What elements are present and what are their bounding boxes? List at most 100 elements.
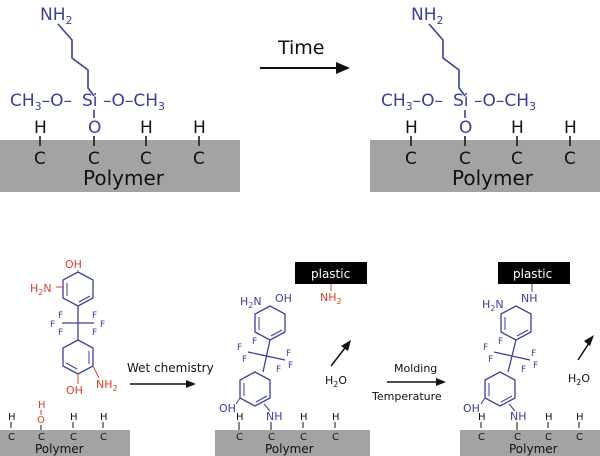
svg-text:C: C: [514, 432, 521, 443]
amine-free-bottom: NH2: [96, 378, 118, 393]
svg-text:C: C: [300, 432, 307, 443]
time-arrow-head: [336, 62, 350, 74]
svg-text:C: C: [8, 432, 15, 443]
svg-text:C: C: [545, 432, 552, 443]
water-arrow-head-3: [584, 335, 594, 346]
svg-text:OH: OH: [65, 258, 82, 271]
bottom-substrate-3: [460, 430, 600, 456]
svg-text:OH: OH: [219, 402, 236, 415]
top-right-substrate: [370, 140, 600, 192]
svg-text:C: C: [70, 432, 77, 443]
svg-text:F: F: [58, 328, 63, 338]
svg-text:F: F: [498, 337, 503, 347]
svg-text:F: F: [237, 343, 242, 353]
bottom-substrate-1: [0, 430, 130, 456]
silicon-atom: Si: [82, 91, 98, 111]
molding-arrow-head: [436, 378, 446, 386]
h-atom: H: [193, 118, 206, 138]
wet-chemistry-label: Wet chemistry: [127, 361, 214, 375]
svg-text:F: F: [483, 343, 488, 353]
plastic-block-3: [498, 262, 570, 284]
h-atom: H: [405, 118, 418, 138]
svg-text:F: F: [242, 355, 247, 365]
methoxy-right: –O–CH3: [474, 91, 536, 113]
grafted-molecule-2: H2N OH F F F F F F OH NH: [219, 292, 293, 423]
svg-text:H: H: [100, 412, 108, 423]
svg-text:H: H: [38, 400, 46, 411]
bottom-surface-groups-1: H C H O C H C H C: [8, 400, 108, 443]
svg-text:OH: OH: [275, 292, 292, 305]
svg-text:C: C: [332, 432, 339, 443]
svg-text:F: F: [100, 320, 105, 330]
top-left-substrate-label: Polymer: [83, 166, 165, 190]
svg-text:H: H: [576, 412, 584, 423]
c-atom: C: [459, 149, 471, 169]
bottom-substrate-1-label: Polymer: [35, 442, 84, 456]
molding-label: Molding: [394, 362, 437, 375]
plastic-label-2: plastic: [311, 267, 350, 281]
h-atom: H: [564, 118, 577, 138]
svg-text:H: H: [70, 412, 78, 423]
silicon-atom: Si: [453, 91, 469, 111]
svg-text:OH: OH: [66, 384, 83, 397]
top-right-silane: NH2 CH3–O– Si –O–CH3: [381, 5, 536, 118]
svg-text:H: H: [300, 412, 308, 423]
top-left-substrate: [0, 140, 240, 192]
svg-text:F: F: [92, 328, 97, 338]
plastic-block-2: [295, 262, 367, 284]
svg-text:C: C: [236, 432, 243, 443]
svg-text:F: F: [533, 361, 538, 371]
c-atom: C: [405, 149, 417, 169]
grafted-molecule-3: H2N NH F F F F F F OH NH: [463, 284, 538, 423]
top-right-surface-groups: H C O C H C H C: [405, 118, 577, 169]
water-label-2: H2O: [325, 374, 347, 389]
svg-text:F: F: [276, 365, 281, 375]
h-atom: H: [140, 118, 153, 138]
bottom-surface-groups-2: C H C H C H C: [236, 412, 340, 443]
h-atom: H: [34, 118, 47, 138]
svg-text:NH: NH: [266, 410, 283, 423]
svg-text:H: H: [332, 412, 340, 423]
plastic-label-3: plastic: [513, 267, 552, 281]
c-atom: C: [34, 149, 46, 169]
c-atom: C: [564, 149, 576, 169]
svg-text:C: C: [100, 432, 107, 443]
svg-text:O: O: [37, 415, 45, 426]
c-atom: C: [140, 149, 152, 169]
svg-text:C: C: [478, 432, 485, 443]
svg-text:H: H: [478, 412, 486, 423]
c-atom: C: [193, 149, 205, 169]
amine-grafted-top: H2N: [240, 295, 262, 310]
svg-text:C: C: [268, 432, 275, 443]
wet-chemistry-arrow-head: [186, 380, 196, 388]
svg-text:NH: NH: [510, 410, 527, 423]
bottom-substrate-2-label: Polymer: [265, 442, 314, 456]
svg-text:F: F: [286, 349, 291, 359]
amine-free-top: H2N: [30, 282, 52, 297]
svg-text:C: C: [576, 432, 583, 443]
svg-text:F: F: [288, 361, 293, 371]
bottom-surface-groups-3: H C C H C H C: [478, 412, 584, 443]
plastic-amine-2: NH2: [320, 291, 342, 306]
svg-text:F: F: [50, 320, 55, 330]
bottom-substrate-2: [215, 430, 370, 456]
top-left-silane: NH2 CH3–O– Si –O–CH3: [10, 5, 165, 118]
amine-group: NH2: [40, 5, 73, 27]
c-atom: C: [511, 149, 523, 169]
svg-text:C: C: [38, 432, 45, 443]
bottom-substrate-3-label: Polymer: [509, 442, 558, 456]
h-atom: H: [511, 118, 524, 138]
time-label: Time: [277, 37, 325, 59]
temperature-label: Temperature: [371, 390, 442, 403]
svg-text:F: F: [531, 349, 536, 359]
svg-text:NH: NH: [521, 292, 538, 305]
amine-grafted-top-3: H2N: [482, 298, 504, 313]
svg-text:F: F: [252, 337, 257, 347]
svg-text:H: H: [236, 412, 244, 423]
svg-text:F: F: [488, 355, 493, 365]
svg-text:F: F: [58, 311, 63, 321]
c-atom: C: [88, 149, 100, 169]
water-label-3: H2O: [568, 372, 590, 387]
top-right-substrate-label: Polymer: [452, 166, 534, 190]
